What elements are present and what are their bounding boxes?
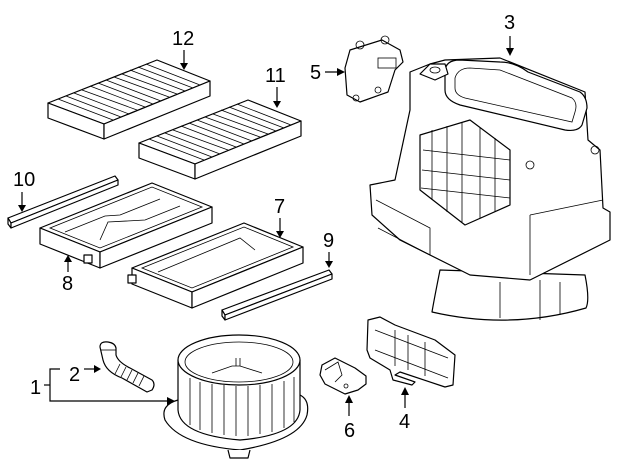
filter-seal-9[interactable] [221,269,333,321]
svg-text:11: 11 [265,65,286,87]
blower-motor-1[interactable] [163,334,309,459]
blower-resistor-6[interactable] [319,357,367,395]
callout-12: 12 [172,28,194,70]
filter-holder-7[interactable] [127,222,304,309]
filter-seal-10[interactable] [7,175,119,229]
callout-10: 10 [13,169,35,212]
svg-text:7: 7 [274,196,285,218]
resistor-cover-4[interactable] [366,316,456,388]
callout-5: 5 [310,62,345,84]
svg-text:2: 2 [69,364,80,386]
callout-2: 2 [69,364,101,386]
svg-text:5: 5 [310,62,321,84]
callout-11: 11 [265,65,286,108]
svg-text:6: 6 [344,420,355,442]
svg-text:8: 8 [62,273,73,295]
cabin-air-filter-11[interactable] [138,99,302,180]
svg-text:12: 12 [172,28,194,50]
callout-6: 6 [344,395,355,442]
svg-text:10: 10 [13,169,35,191]
callout-8: 8 [62,255,73,295]
motor-hose-2[interactable] [99,341,155,393]
callout-4: 4 [399,387,410,433]
blower-housing-3[interactable] [369,57,611,321]
callout-9: 9 [323,230,334,268]
callout-7: 7 [274,196,285,238]
callout-1: 1 [30,368,175,405]
svg-text:9: 9 [323,230,334,252]
svg-text:4: 4 [399,411,410,433]
callout-3: 3 [504,12,515,56]
svg-text:1: 1 [30,377,41,399]
recirculation-actuator-5[interactable] [344,35,404,103]
filter-holder-8[interactable] [39,182,213,269]
cabin-air-filter-12[interactable] [47,59,211,140]
svg-text:3: 3 [504,12,515,34]
